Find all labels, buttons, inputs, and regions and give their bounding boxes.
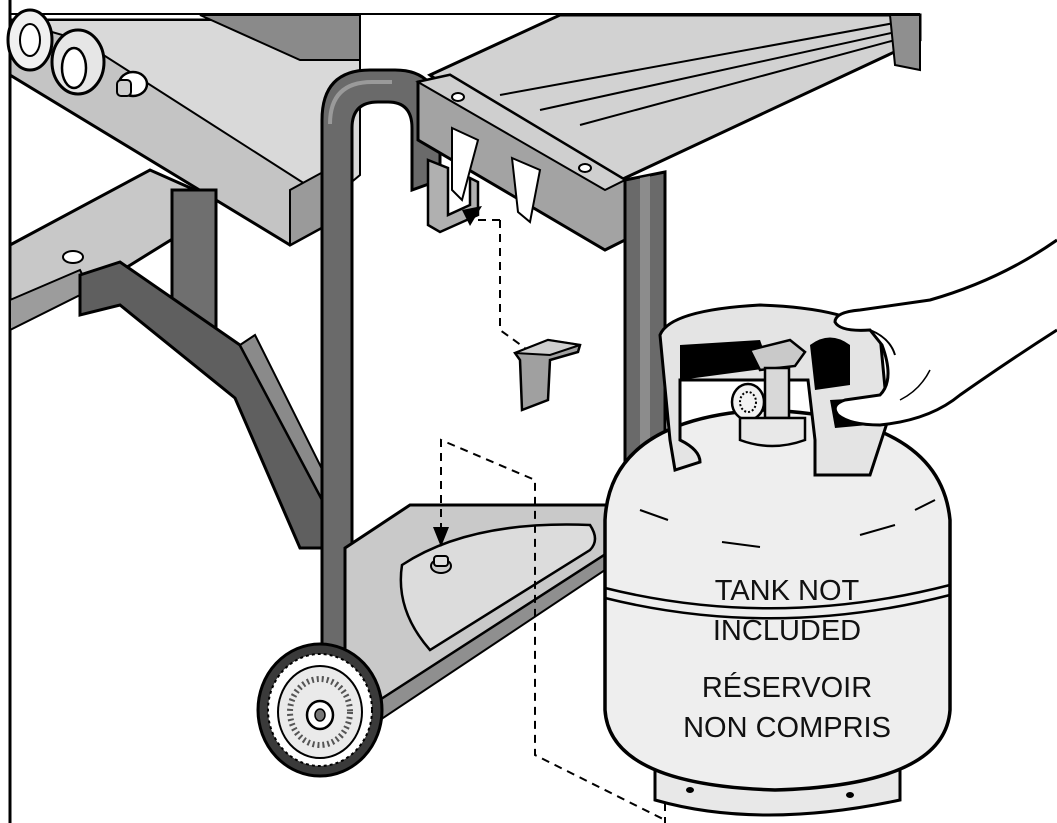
tank-retainer-clip	[513, 338, 582, 412]
igniter-button	[116, 70, 149, 98]
tank-locator-pin	[430, 555, 452, 574]
arrow-head-lower	[433, 527, 449, 547]
bottom-base-tray	[343, 503, 622, 722]
tank-label-fr-line2: NON COMPRIS	[683, 712, 891, 744]
tank-valve	[730, 338, 807, 448]
tank-label-en-line1: TANK NOT	[715, 575, 860, 607]
tank-label-fr-line1: RÉSERVOIR	[702, 671, 872, 704]
left-side-shelf	[8, 168, 197, 332]
control-knob-left	[6, 8, 54, 72]
wheel	[256, 642, 384, 778]
propane-tank	[603, 408, 952, 817]
guide-line-upper	[475, 219, 526, 349]
diagonal-brace	[78, 260, 337, 550]
arrow-head-upper	[462, 206, 482, 226]
tank-label-en-line2: INCLUDED	[713, 615, 861, 647]
hand	[833, 238, 1057, 427]
control-knob-right	[50, 28, 106, 96]
